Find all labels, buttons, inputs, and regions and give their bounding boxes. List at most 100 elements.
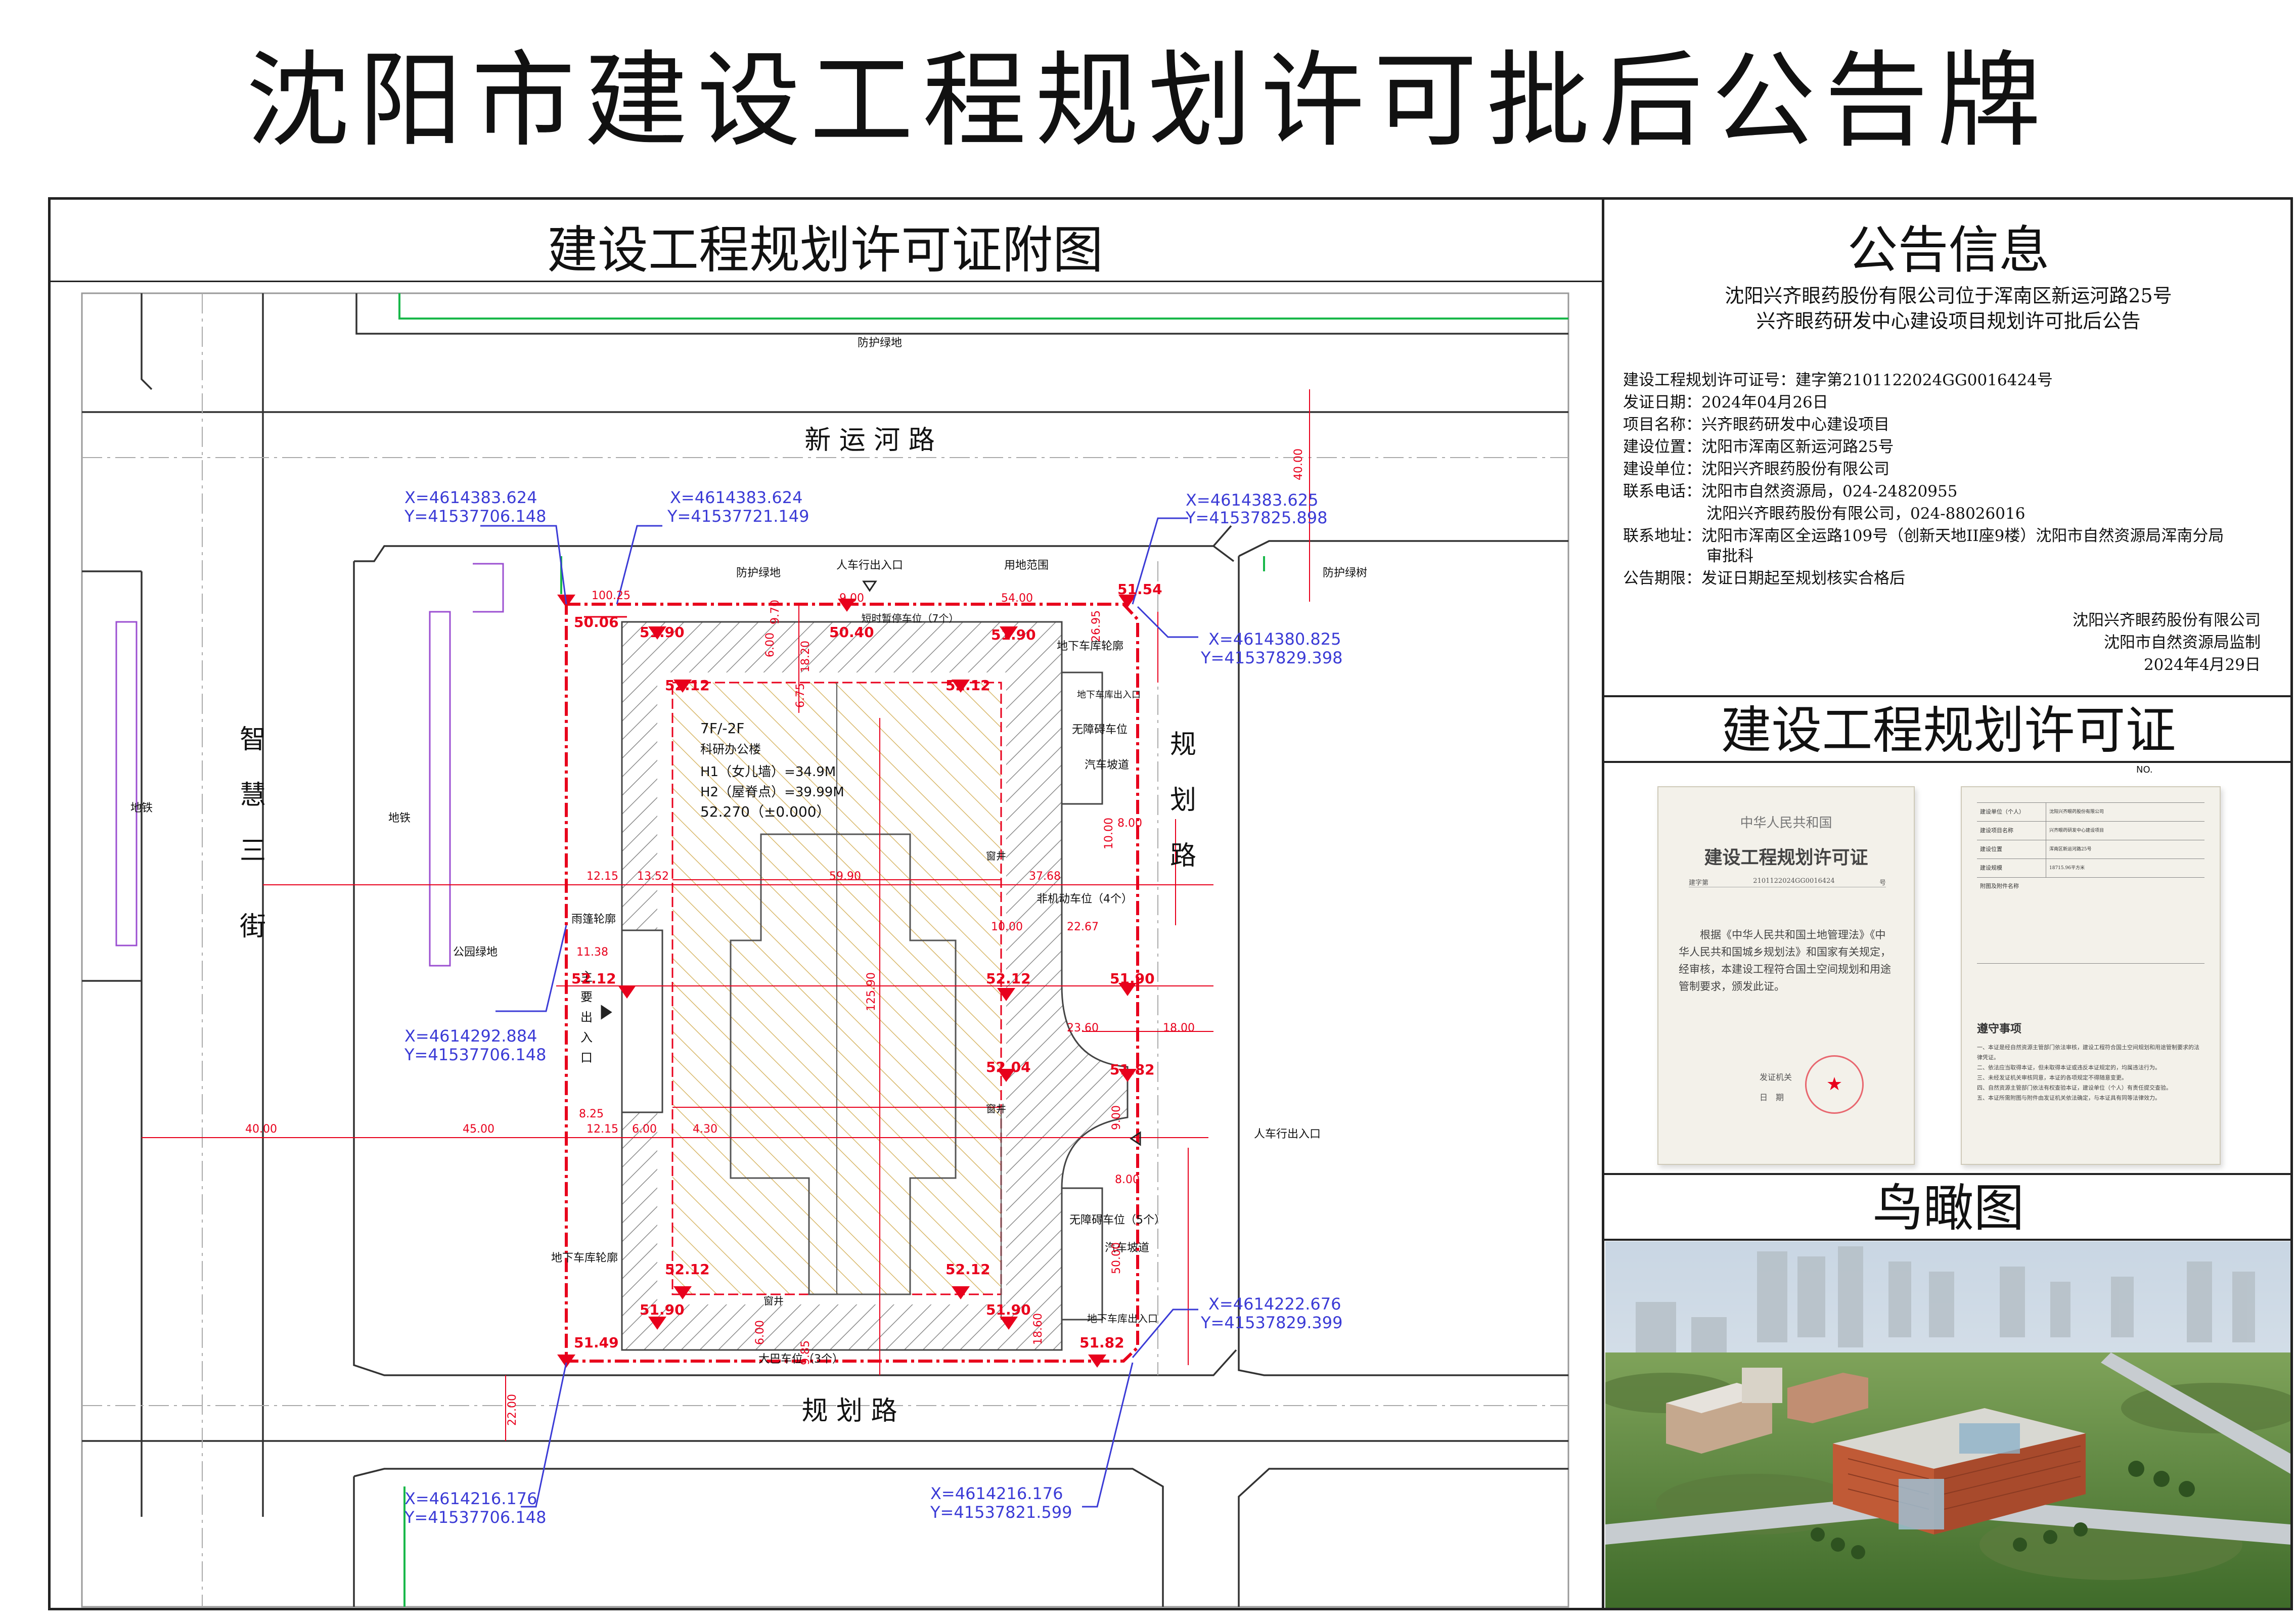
canopy-label: 雨篷轮廓: [571, 913, 616, 926]
dim-label: 26.95: [1090, 610, 1103, 642]
dim-label: 9.00: [1110, 1105, 1123, 1130]
building-h2: H2（屋脊点）=39.99M: [700, 785, 844, 800]
garage-entry-se: 地下车库出入口: [1087, 1313, 1158, 1325]
elev-marker: [648, 626, 666, 640]
dim-label: 13.52: [637, 870, 669, 883]
elev-marker: [1000, 1317, 1018, 1330]
field-period: 公告期限：发证日期起至规划核实合格后: [1623, 569, 1905, 588]
park-green-label: 公园绿地: [453, 946, 498, 959]
elev-marker: [1118, 983, 1137, 996]
dim-label: 18.00: [1163, 1022, 1195, 1034]
car-ramp-label-1: 汽车坡道: [1085, 759, 1129, 772]
elev-label-3: 50.40: [829, 624, 874, 641]
elev-label-4: 51.90: [991, 626, 1036, 643]
green-label-north: 防护绿地: [736, 567, 781, 579]
field-issue-date: 发证日期：2024年04月26日: [1623, 393, 1828, 412]
dim-label: 6.75: [794, 683, 807, 708]
field-owner: 建设单位：沈阳兴齐眼药股份有限公司: [1623, 460, 1889, 478]
elev-label-15: 51.90: [640, 1301, 685, 1318]
road-label-west-3: 三: [240, 836, 266, 866]
elev-marker: [1118, 595, 1137, 608]
ped-entrance-east: 人车行出入口: [1254, 1128, 1321, 1141]
garage-entry-ne: 地下车库出入口: [1077, 690, 1141, 700]
dim-label: 9.85: [799, 1340, 812, 1365]
main-entrance-5: 口: [580, 1051, 593, 1065]
bus-parking: 大巴车位（3个）: [758, 1353, 843, 1366]
accessible-parking-1: 无障碍车位: [1072, 724, 1128, 736]
road-label-west-1: 智: [240, 725, 266, 755]
drawing-frame: [81, 292, 1569, 1608]
existing-buildings: [1666, 1368, 1868, 1454]
subway-label-2: 地铁: [388, 812, 411, 825]
elev-marker: [557, 1355, 575, 1368]
tower-outline: [730, 833, 957, 1295]
entrance-arrows: [601, 580, 1141, 1146]
coord-8-y: Y=41537821.599: [930, 1503, 1072, 1522]
dim-label: 9.00: [839, 592, 864, 605]
dim-label: 6.00: [632, 1123, 657, 1136]
elev-label-16: 51.90: [986, 1301, 1031, 1318]
road-label-west-2: 慧: [240, 780, 266, 810]
coord-5-y: Y=41537706.148: [404, 1045, 546, 1064]
elev-label-17: 51.49: [574, 1334, 619, 1351]
elev-label-2: 51.90: [640, 624, 685, 641]
elev-label-5: 51.54: [1117, 581, 1162, 598]
dim-label: 59.90: [829, 870, 861, 883]
building-elevation: 52.270（±0.000）: [700, 803, 831, 820]
road-curbs: [82, 293, 1568, 1607]
elev-marker: [1088, 1355, 1106, 1368]
building-floors: 7F/-2F: [700, 720, 744, 737]
red-seal-icon: ★: [1805, 1055, 1864, 1114]
dim-label: 22.67: [1067, 921, 1099, 933]
permit-notes-title: 遵守事项: [1977, 1022, 2022, 1035]
building-h1: H1（女儿墙）=34.9M: [700, 764, 836, 780]
elev-marker: [673, 1286, 692, 1299]
coord-5-x: X=4614292.884: [404, 1026, 537, 1046]
divider-aerial-title: [1602, 1239, 2293, 1241]
subway-outlines: [115, 563, 504, 967]
dim-label: 9.70: [769, 600, 782, 624]
road-label-east-3: 路: [1170, 841, 1196, 871]
permit-detail-page: 建设单位（个人）沈阳兴齐眼药股份有限公司 建设项目名称兴齐眼药研发中心建设项目 …: [1961, 786, 2221, 1165]
dim-label: 23.60: [1067, 1022, 1099, 1034]
road-label-north: 新 运 河 路: [804, 425, 935, 456]
elev-label-10: 52.12: [986, 970, 1031, 987]
elev-label-18: 51.82: [1079, 1334, 1124, 1351]
dim-label: 18.60: [1032, 1313, 1045, 1345]
field-address-2: 审批科: [1706, 547, 1753, 565]
coord-3-y: Y=41537825.898: [1185, 508, 1327, 527]
permit-country: 中华人民共和国: [1740, 816, 1832, 831]
elev-label-6: 52.12: [665, 677, 710, 694]
notice-subtitle-1: 沈阳兴齐眼药股份有限公司位于浑南区新运河路25号: [1725, 285, 2172, 307]
dim-label: 12.15: [587, 870, 618, 883]
dim-label: 8.00: [1115, 1174, 1140, 1186]
elev-label-13: 52.12: [665, 1261, 710, 1278]
elev-marker: [1118, 1069, 1137, 1082]
dim-label: 100.25: [592, 590, 631, 602]
field-phone-2: 沈阳兴齐眼药股份有限公司，024-88026016: [1706, 505, 2025, 523]
garage-outline-label-sw: 地下车库轮廓: [551, 1252, 618, 1265]
permit-no-label: NO.: [2136, 764, 2153, 775]
window-shaft-1: 窗井: [986, 850, 1006, 862]
sign-supervisor: 沈阳市自然资源局监制: [2104, 634, 2261, 652]
field-address: 联系地址：沈阳市浑南区全运路109号（创新天地II座9楼）沈阳市自然资源局浑南分…: [1623, 527, 2224, 545]
coord-7-x: X=4614216.176: [404, 1489, 537, 1508]
road-label-east-1: 规: [1170, 730, 1196, 760]
page-title: 沈阳市建设工程规划许可批后公告牌: [246, 41, 2050, 161]
elev-marker: [952, 680, 970, 693]
ped-entrance-north: 人车行出入口: [836, 559, 903, 572]
coord-1-x: X=4614383.624: [404, 488, 537, 507]
aerial-rendering: [1605, 1241, 2290, 1608]
field-phone: 联系电话：沈阳市自然资源局，024-24820955: [1623, 482, 1958, 501]
coord-2-y: Y=41537721.149: [667, 507, 809, 526]
canopy-outline: [621, 929, 663, 1113]
divider-permit-title: [1602, 761, 2293, 763]
dim-label: 12.15: [587, 1123, 618, 1136]
elev-marker: [618, 985, 636, 999]
divider-notice-permit: [1602, 695, 2293, 697]
elev-label-9: 51.90: [1110, 970, 1155, 987]
window-shaft-2: 窗井: [986, 1103, 1006, 1115]
road-centerlines: [82, 293, 1568, 1607]
